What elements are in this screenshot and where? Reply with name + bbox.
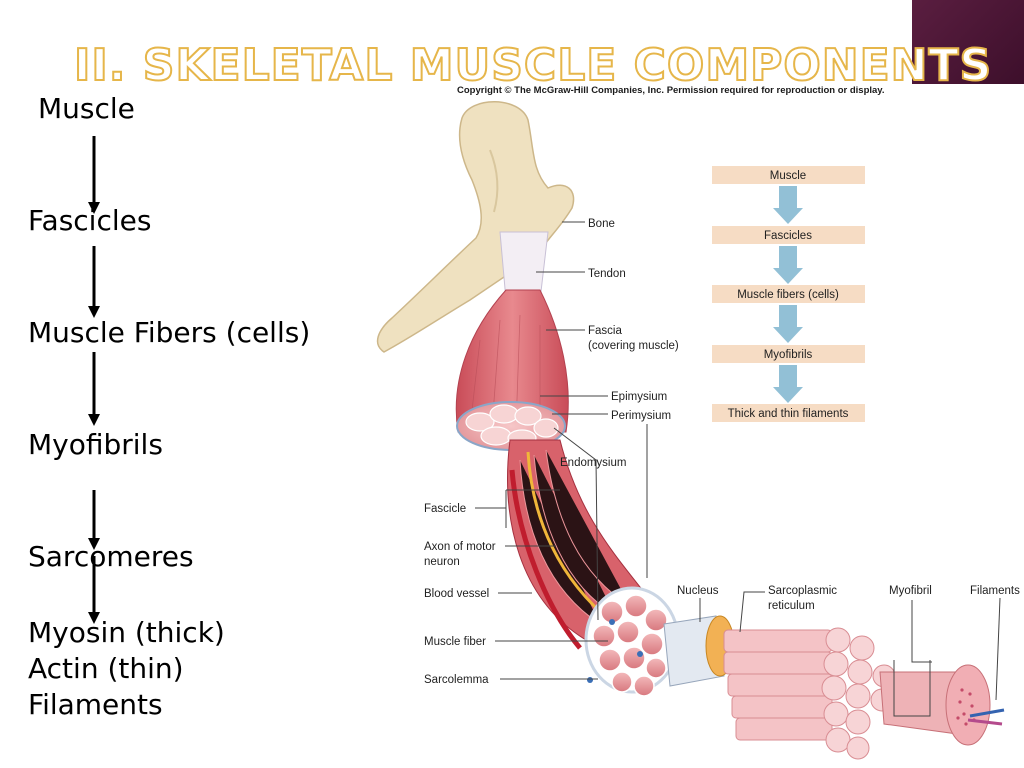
leader-lines [475, 221, 1001, 717]
label-bone: Bone [588, 218, 615, 230]
hierarchy-filaments: Filaments [28, 688, 163, 721]
myofibril-bundle [723, 627, 896, 760]
flow-step-fascicles: Fascicles [764, 230, 812, 242]
hierarchy-muscle: Muscle [38, 92, 135, 125]
label-epimysium: Epimysium [611, 391, 667, 403]
flow-arrow-icon [773, 246, 803, 284]
label-myofibril: Myofibril [889, 585, 932, 597]
label-fascicle: Fascicle [424, 503, 466, 515]
label-axon: Axon of motor [424, 541, 496, 553]
down-arrow-icon [88, 490, 100, 550]
label-fascia: Fascia [588, 325, 622, 337]
label-perimysium: Perimysium [611, 410, 671, 422]
muscle-anatomy-diagram: Muscle Fascicles Muscle fibers (cells) M… [376, 101, 1020, 760]
hierarchy-actin: Actin (thin) [28, 652, 184, 685]
hierarchy-sarcomeres: Sarcomeres [28, 540, 194, 573]
axon-illustration [526, 451, 613, 624]
down-arrow-icon [88, 556, 100, 624]
flow-arrow-icon [773, 186, 803, 224]
hierarchy-myosin: Myosin (thick) [28, 616, 225, 649]
flow-box [712, 166, 865, 184]
label-blood-vessel: Blood vessel [424, 588, 489, 600]
blood-vessel-illustration [509, 469, 582, 650]
label-fascia-note: (covering muscle) [588, 340, 679, 352]
hierarchy-fascicles: Fascicles [28, 204, 152, 237]
label-nucleus: Nucleus [677, 585, 719, 597]
label-sarcoplasmic-note: reticulum [768, 600, 815, 612]
flow-arrow-icon [773, 365, 803, 403]
down-arrow-icon [88, 136, 100, 214]
flow-box [712, 226, 865, 244]
flow-arrow-icon [773, 305, 803, 343]
flow-step-filaments: Thick and thin filaments [728, 408, 849, 420]
single-myofibril [879, 664, 1005, 746]
flow-box [712, 404, 865, 422]
copyright-notice: Copyright © The McGraw-Hill Companies, I… [457, 85, 885, 96]
corner-decoration [912, 0, 1024, 84]
flow-step-myofibrils: Myofibrils [764, 349, 813, 361]
flow-box [712, 285, 865, 303]
down-arrow-icon [88, 246, 100, 318]
label-tendon: Tendon [588, 268, 626, 280]
hierarchy-muscle-fibers: Muscle Fibers (cells) [28, 316, 311, 349]
label-endomysium: Endomysium [560, 457, 626, 469]
flow-step-muscle: Muscle [770, 170, 806, 182]
label-axon-note: neuron [424, 556, 460, 568]
down-arrow-icon [88, 352, 100, 426]
flow-step-fibers: Muscle fibers (cells) [737, 289, 839, 301]
hierarchy-flowchart: Muscle Fascicles Muscle fibers (cells) M… [712, 166, 865, 422]
flow-box [712, 345, 865, 363]
label-filaments: Filaments [970, 585, 1020, 597]
slide-title: II. Skeletal Muscle Components [73, 39, 993, 92]
hierarchy-myofibrils: Myofibrils [28, 428, 163, 461]
bone-illustration [376, 101, 575, 353]
label-muscle-fiber: Muscle fiber [424, 636, 486, 648]
label-sarcoplasmic: Sarcoplasmic [768, 585, 837, 597]
label-sarcolemma: Sarcolemma [424, 674, 489, 686]
